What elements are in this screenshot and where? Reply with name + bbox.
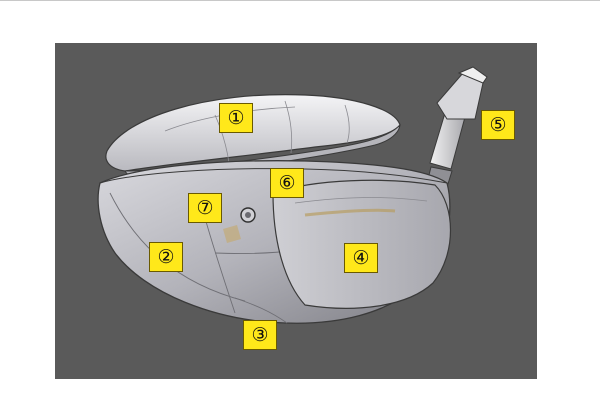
callout-7: ⑦: [188, 193, 222, 223]
callout-1: ①: [219, 103, 253, 133]
callout-3: ③: [243, 320, 277, 350]
hosel-part: [426, 66, 488, 188]
callout-2: ②: [149, 242, 183, 272]
callout-6: ⑥: [270, 168, 304, 198]
callout-5: ⑤: [481, 110, 515, 140]
exploded-view-illustration: [97, 66, 488, 324]
callout-4: ④: [344, 243, 378, 273]
top-divider: [0, 0, 600, 1]
diagram-panel: ① ② ③ ④ ⑤ ⑥ ⑦: [55, 43, 537, 379]
